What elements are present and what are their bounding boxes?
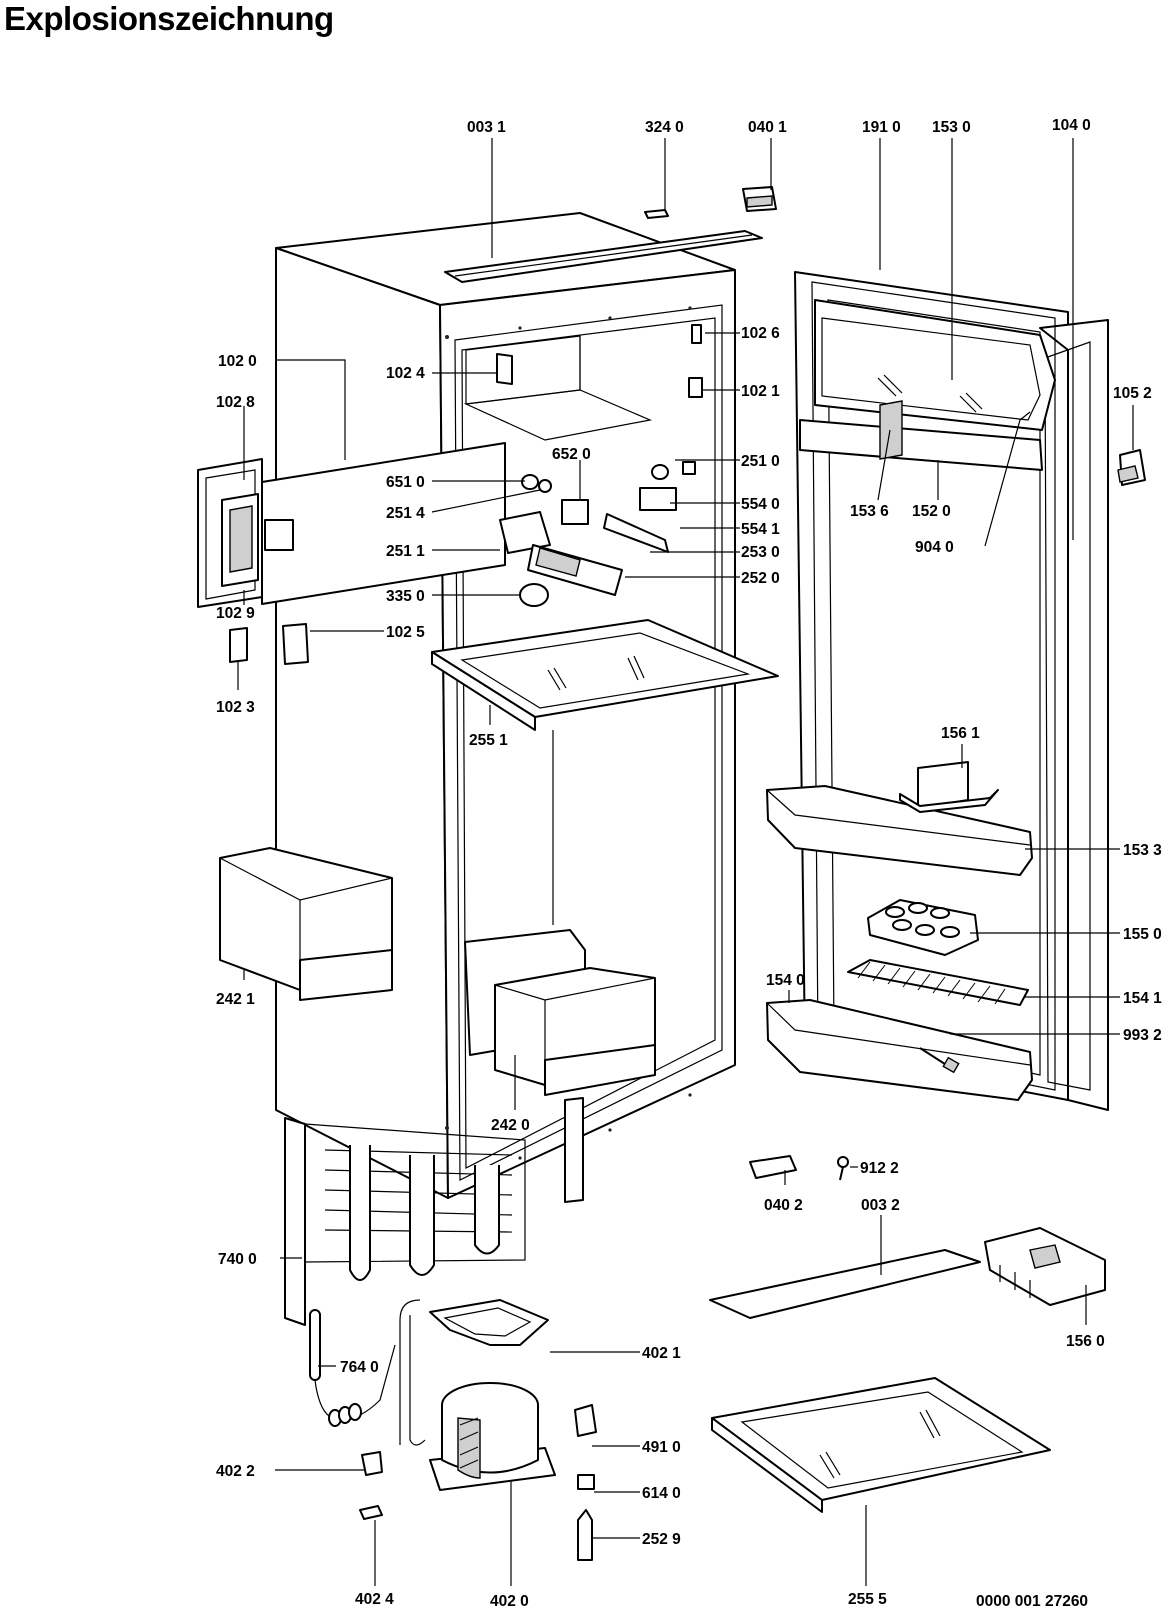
part-label: 324 0 xyxy=(645,119,684,136)
part-label: 102 6 xyxy=(741,325,780,342)
part-label: 740 0 xyxy=(218,1251,257,1268)
part-label: 102 0 xyxy=(218,353,257,370)
part-402-2-drawing xyxy=(361,1451,383,1476)
part-label: 003 2 xyxy=(861,1197,900,1214)
part-label: 156 1 xyxy=(941,725,980,742)
part-label: 764 0 xyxy=(340,1359,379,1376)
part-label: 102 5 xyxy=(386,624,425,641)
part-label: 155 0 xyxy=(1123,926,1162,943)
part-label: 153 0 xyxy=(932,119,971,136)
part-324-drawing xyxy=(644,209,669,219)
part-label: 402 0 xyxy=(490,1593,529,1610)
page-title: Explosionszeichnung xyxy=(4,0,334,37)
top-rail xyxy=(444,230,763,283)
drawing-number: 0000 001 27260 xyxy=(976,1593,1088,1610)
part-label: 251 0 xyxy=(741,453,780,470)
screw-912-drawing xyxy=(837,1156,849,1168)
part-label: 153 3 xyxy=(1123,842,1162,859)
condenser-drawing xyxy=(284,1097,584,1326)
door-drawing xyxy=(766,271,1109,1111)
part-label: 242 0 xyxy=(491,1117,530,1134)
part-label: 040 2 xyxy=(764,1197,803,1214)
part-label: 554 1 xyxy=(741,521,780,538)
part-614-drawing xyxy=(577,1474,595,1490)
part-label: 912 2 xyxy=(860,1160,899,1177)
part-label: 154 0 xyxy=(766,972,805,989)
part-102-5-drawing xyxy=(282,623,309,665)
part-label: 554 0 xyxy=(741,496,780,513)
part-label: 154 1 xyxy=(1123,990,1162,1007)
part-label: 102 1 xyxy=(741,383,780,400)
part-label: 652 0 xyxy=(552,446,591,463)
crisper-bin xyxy=(464,929,656,1096)
part-label: 102 9 xyxy=(216,605,255,622)
relay-491-drawing xyxy=(574,1404,597,1437)
part-label: 255 5 xyxy=(848,1591,887,1608)
thermostat-drawing xyxy=(499,511,551,554)
part-102-3-drawing xyxy=(229,627,248,663)
part-label: 251 4 xyxy=(386,505,425,522)
part-label: 651 0 xyxy=(386,474,425,491)
part-label: 191 0 xyxy=(862,119,901,136)
part-label: 102 4 xyxy=(386,365,425,382)
leader-lines xyxy=(237,138,1134,1586)
part-label: 402 4 xyxy=(355,1591,394,1608)
egg-tray-drawing xyxy=(867,899,979,956)
compressor-drawing xyxy=(429,1382,556,1491)
part-label: 402 1 xyxy=(642,1345,681,1362)
part-label: 003 1 xyxy=(467,119,506,136)
part-label: 102 3 xyxy=(216,699,255,716)
part-label: 102 8 xyxy=(216,394,255,411)
bottom-rail-drawing xyxy=(709,1249,981,1319)
part-label: 104 0 xyxy=(1052,117,1091,134)
part-label: 242 1 xyxy=(216,991,255,1008)
hinge-bottom-drawing xyxy=(749,1155,797,1179)
part-label: 105 2 xyxy=(1113,385,1152,402)
dryer-764-drawing xyxy=(309,1309,321,1381)
part-label: 040 1 xyxy=(748,119,787,136)
glass-shelf-upper xyxy=(431,619,779,731)
part-label: 252 9 xyxy=(642,1531,681,1548)
door-bin-left xyxy=(219,847,393,1001)
part-label: 252 0 xyxy=(741,570,780,587)
part-252-9-drawing xyxy=(577,1509,593,1561)
part-label: 904 0 xyxy=(915,539,954,556)
part-label: 491 0 xyxy=(642,1439,681,1456)
part-label: 156 0 xyxy=(1066,1333,1105,1350)
wire-rack-drawing xyxy=(847,959,1029,1006)
part-label: 251 1 xyxy=(386,543,425,560)
part-label: 335 0 xyxy=(386,588,425,605)
part-label: 253 0 xyxy=(741,544,780,561)
glass-shelf-lower xyxy=(711,1377,1051,1513)
part-402-4-drawing xyxy=(359,1505,383,1520)
part-label: 152 0 xyxy=(912,503,951,520)
part-label: 993 2 xyxy=(1123,1027,1162,1044)
part-label: 255 1 xyxy=(469,732,508,749)
part-labels: 003 1 324 0 040 1 191 0 153 0 104 0 102 … xyxy=(216,117,1162,1610)
compressor-bracket-drawing xyxy=(429,1299,549,1346)
part-label: 153 6 xyxy=(850,503,889,520)
ice-tray-drawing xyxy=(984,1227,1106,1306)
knob-335-drawing xyxy=(519,583,549,607)
part-label: 614 0 xyxy=(642,1485,681,1502)
part-label: 402 2 xyxy=(216,1463,255,1480)
